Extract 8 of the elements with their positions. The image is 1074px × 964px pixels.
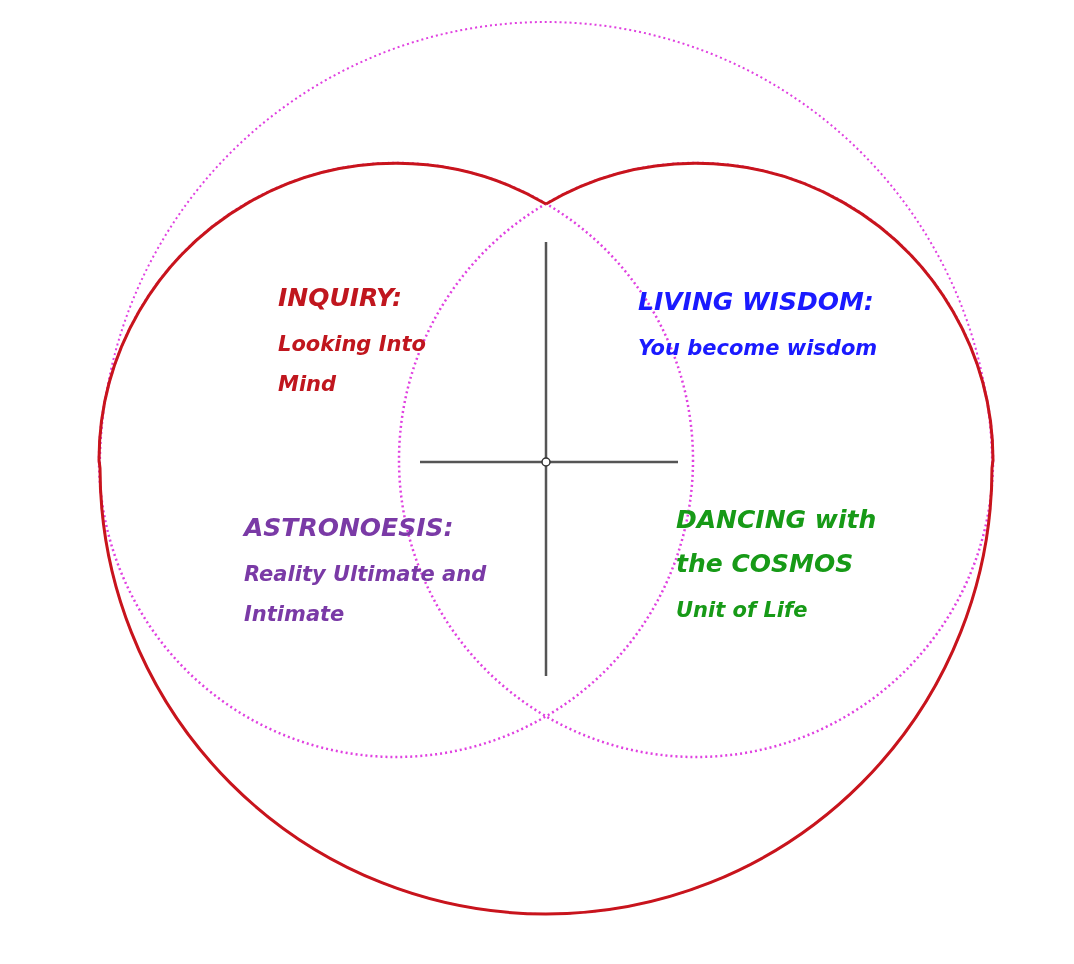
quadrant-heading: LIVING WISDOM: — [638, 286, 875, 318]
quadrant-subtitle: Unit of Life — [676, 597, 809, 624]
quadrant-subtitle: You become wisdom — [638, 335, 879, 362]
quadrant-subtitle: Looking Into Mind — [278, 331, 427, 398]
quadrant-heading: ASTRONOESIS: — [244, 512, 455, 544]
quadrant-heading: DANCING with the COSMOS — [676, 504, 878, 580]
quadrant-subtitle: Reality Ultimate and Intimate — [244, 561, 488, 628]
quadrant-heading: INQUIRY: — [278, 282, 403, 314]
